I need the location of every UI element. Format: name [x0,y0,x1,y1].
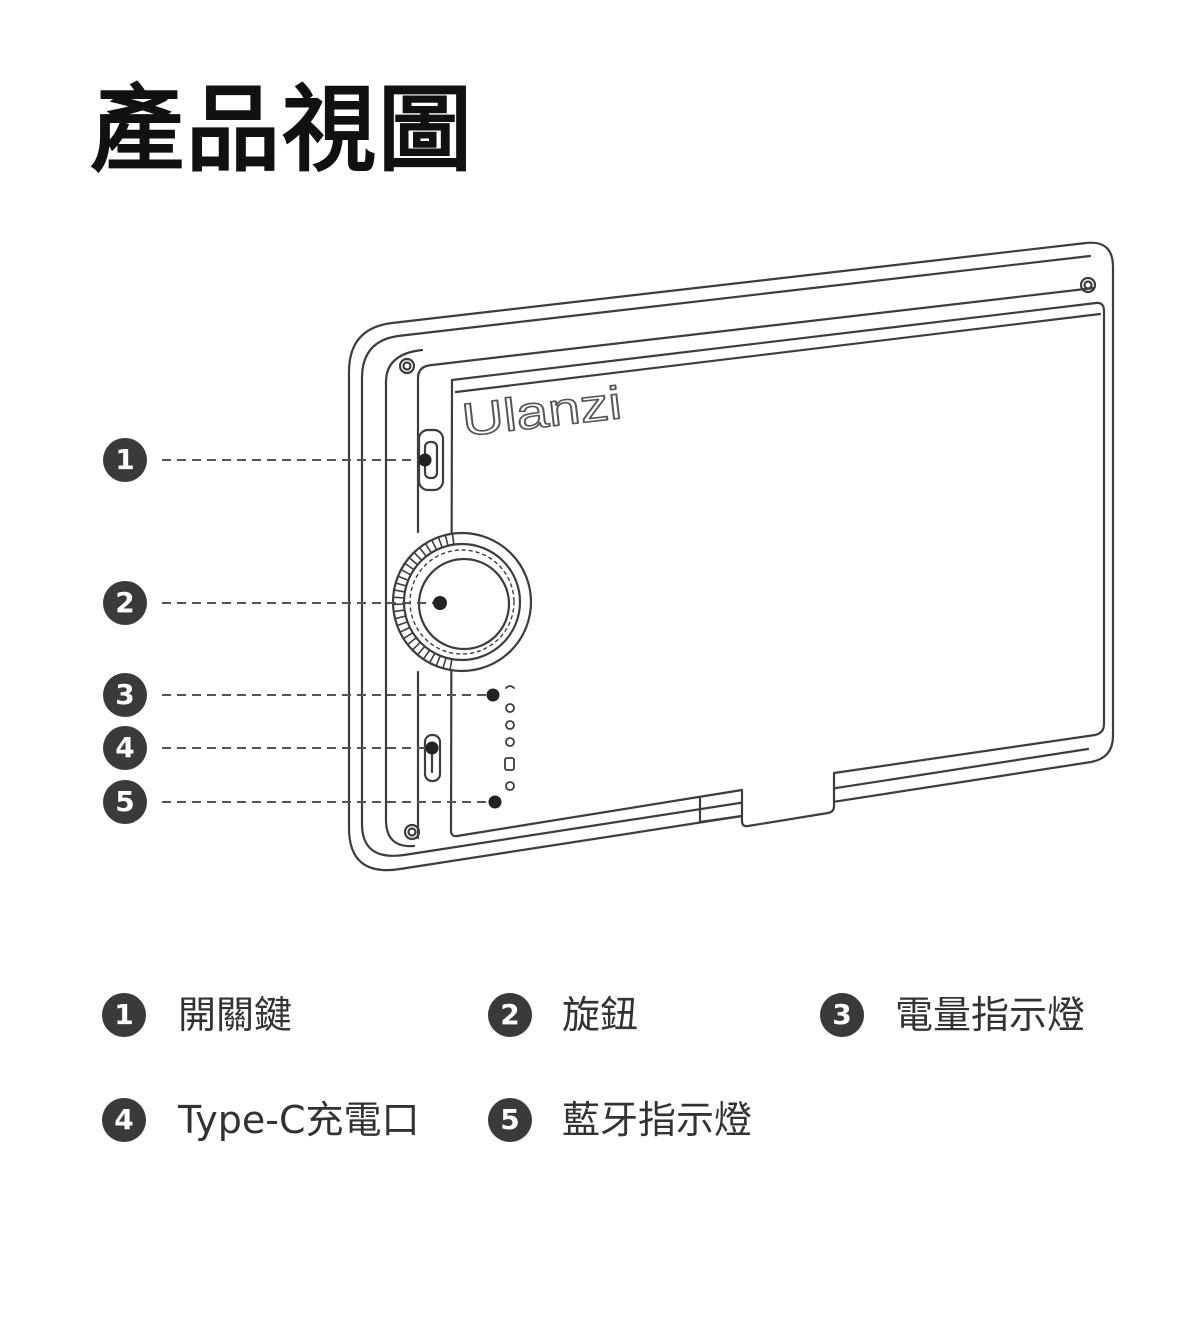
control-knob [391,531,533,673]
screw-outer-ring [403,823,421,841]
knob-knurl-tooth [411,641,422,651]
knob-knurl-tooth [413,551,423,562]
knob-knurl-tooth [437,536,444,549]
knob-knurl-tooth [418,546,428,558]
legend-badge-4: 4 [102,1098,146,1142]
knob-knurl-tooth [422,649,431,661]
legend-label-bluetooth-indicator: 藍牙指示燈 [562,1098,753,1142]
legend-badge-3: 3 [820,993,864,1037]
device-side-edge [384,348,424,848]
callout-dot-4 [425,741,439,755]
device-inner-frame [360,254,1092,857]
legend-badge-5: 5 [488,1098,532,1142]
bluetooth-indicator-icon [504,757,515,771]
callout-badge-5: 5 [103,780,147,824]
knob-knurl-tooth [451,532,455,546]
callout-badge-3: 3 [103,673,147,717]
knob-knurl-tooth [424,542,433,554]
knob-knurl-tooth [430,539,438,551]
indicator-light [505,720,515,730]
knob-knurl-tooth [397,575,410,582]
knob-knurl-tooth [449,658,453,671]
callout-badge-2: 2 [103,581,147,625]
callout-dot-5 [488,795,502,809]
indicator-lights [504,685,515,791]
knob-knurl-tooth [402,631,414,640]
legend-label-knob: 旋鈕 [562,993,639,1037]
screw-inner-ring [1083,280,1093,290]
screw-top-right [1079,276,1097,294]
knob-knurl-tooth [400,568,412,576]
callout-dot-3 [486,688,500,702]
knob-knurl-tooth [428,652,436,664]
knob-knurl [392,532,455,671]
screw-outer-ring [1079,276,1097,294]
screw-outer-ring [398,357,416,375]
device-bezel-top [416,286,1096,380]
callout-dot-2 [433,596,447,610]
device-illustration: Ulanzi [347,241,1115,872]
knob-knurl-tooth [408,556,419,566]
knob-knurl-tooth [394,615,407,620]
knob-knurl-tooth [399,626,411,634]
legend-label-type-c-port: Type-C充電口 [178,1098,420,1142]
screw-inner-ring [407,827,417,837]
legend-label-battery-indicator: 電量指示燈 [895,993,1086,1037]
screw-inner-ring [402,361,412,371]
legend-badge-1: 1 [102,993,146,1037]
legend-label-power-switch: 開關鍵 [178,993,293,1037]
knob-knurl-tooth [406,636,418,646]
device-panel-face [449,301,1106,838]
knob-knurl-tooth [394,582,408,587]
legend-badge-2: 2 [488,993,532,1037]
knob-knurl-tooth [396,620,409,627]
knob-knurl-tooth [392,596,405,599]
device-panel-top-edge [454,312,1102,394]
callout-badge-4: 4 [103,726,147,770]
knob-knurl-tooth [393,589,406,593]
knob-knurl-tooth [442,656,447,670]
callout-dot-1 [418,453,432,467]
indicator-light [505,737,515,747]
knob-knurl-tooth [403,562,415,571]
screw-bottom-left [403,823,421,841]
callout-dots [418,453,502,809]
indicator-light [505,703,515,713]
device-bottom-ledge [698,795,744,824]
knob-knurl-tooth [416,645,426,656]
page-title: 產品視圖 [90,76,475,185]
callout-badge-1: 1 [103,438,147,482]
indicator-arc [505,685,515,689]
indicator-light [505,781,515,791]
knob-knurl-tooth [392,609,406,613]
screw-top-left [398,357,416,375]
knob-knurl-tooth [444,534,449,547]
callout-lines [162,459,495,803]
knob-knurl-tooth [435,654,442,667]
